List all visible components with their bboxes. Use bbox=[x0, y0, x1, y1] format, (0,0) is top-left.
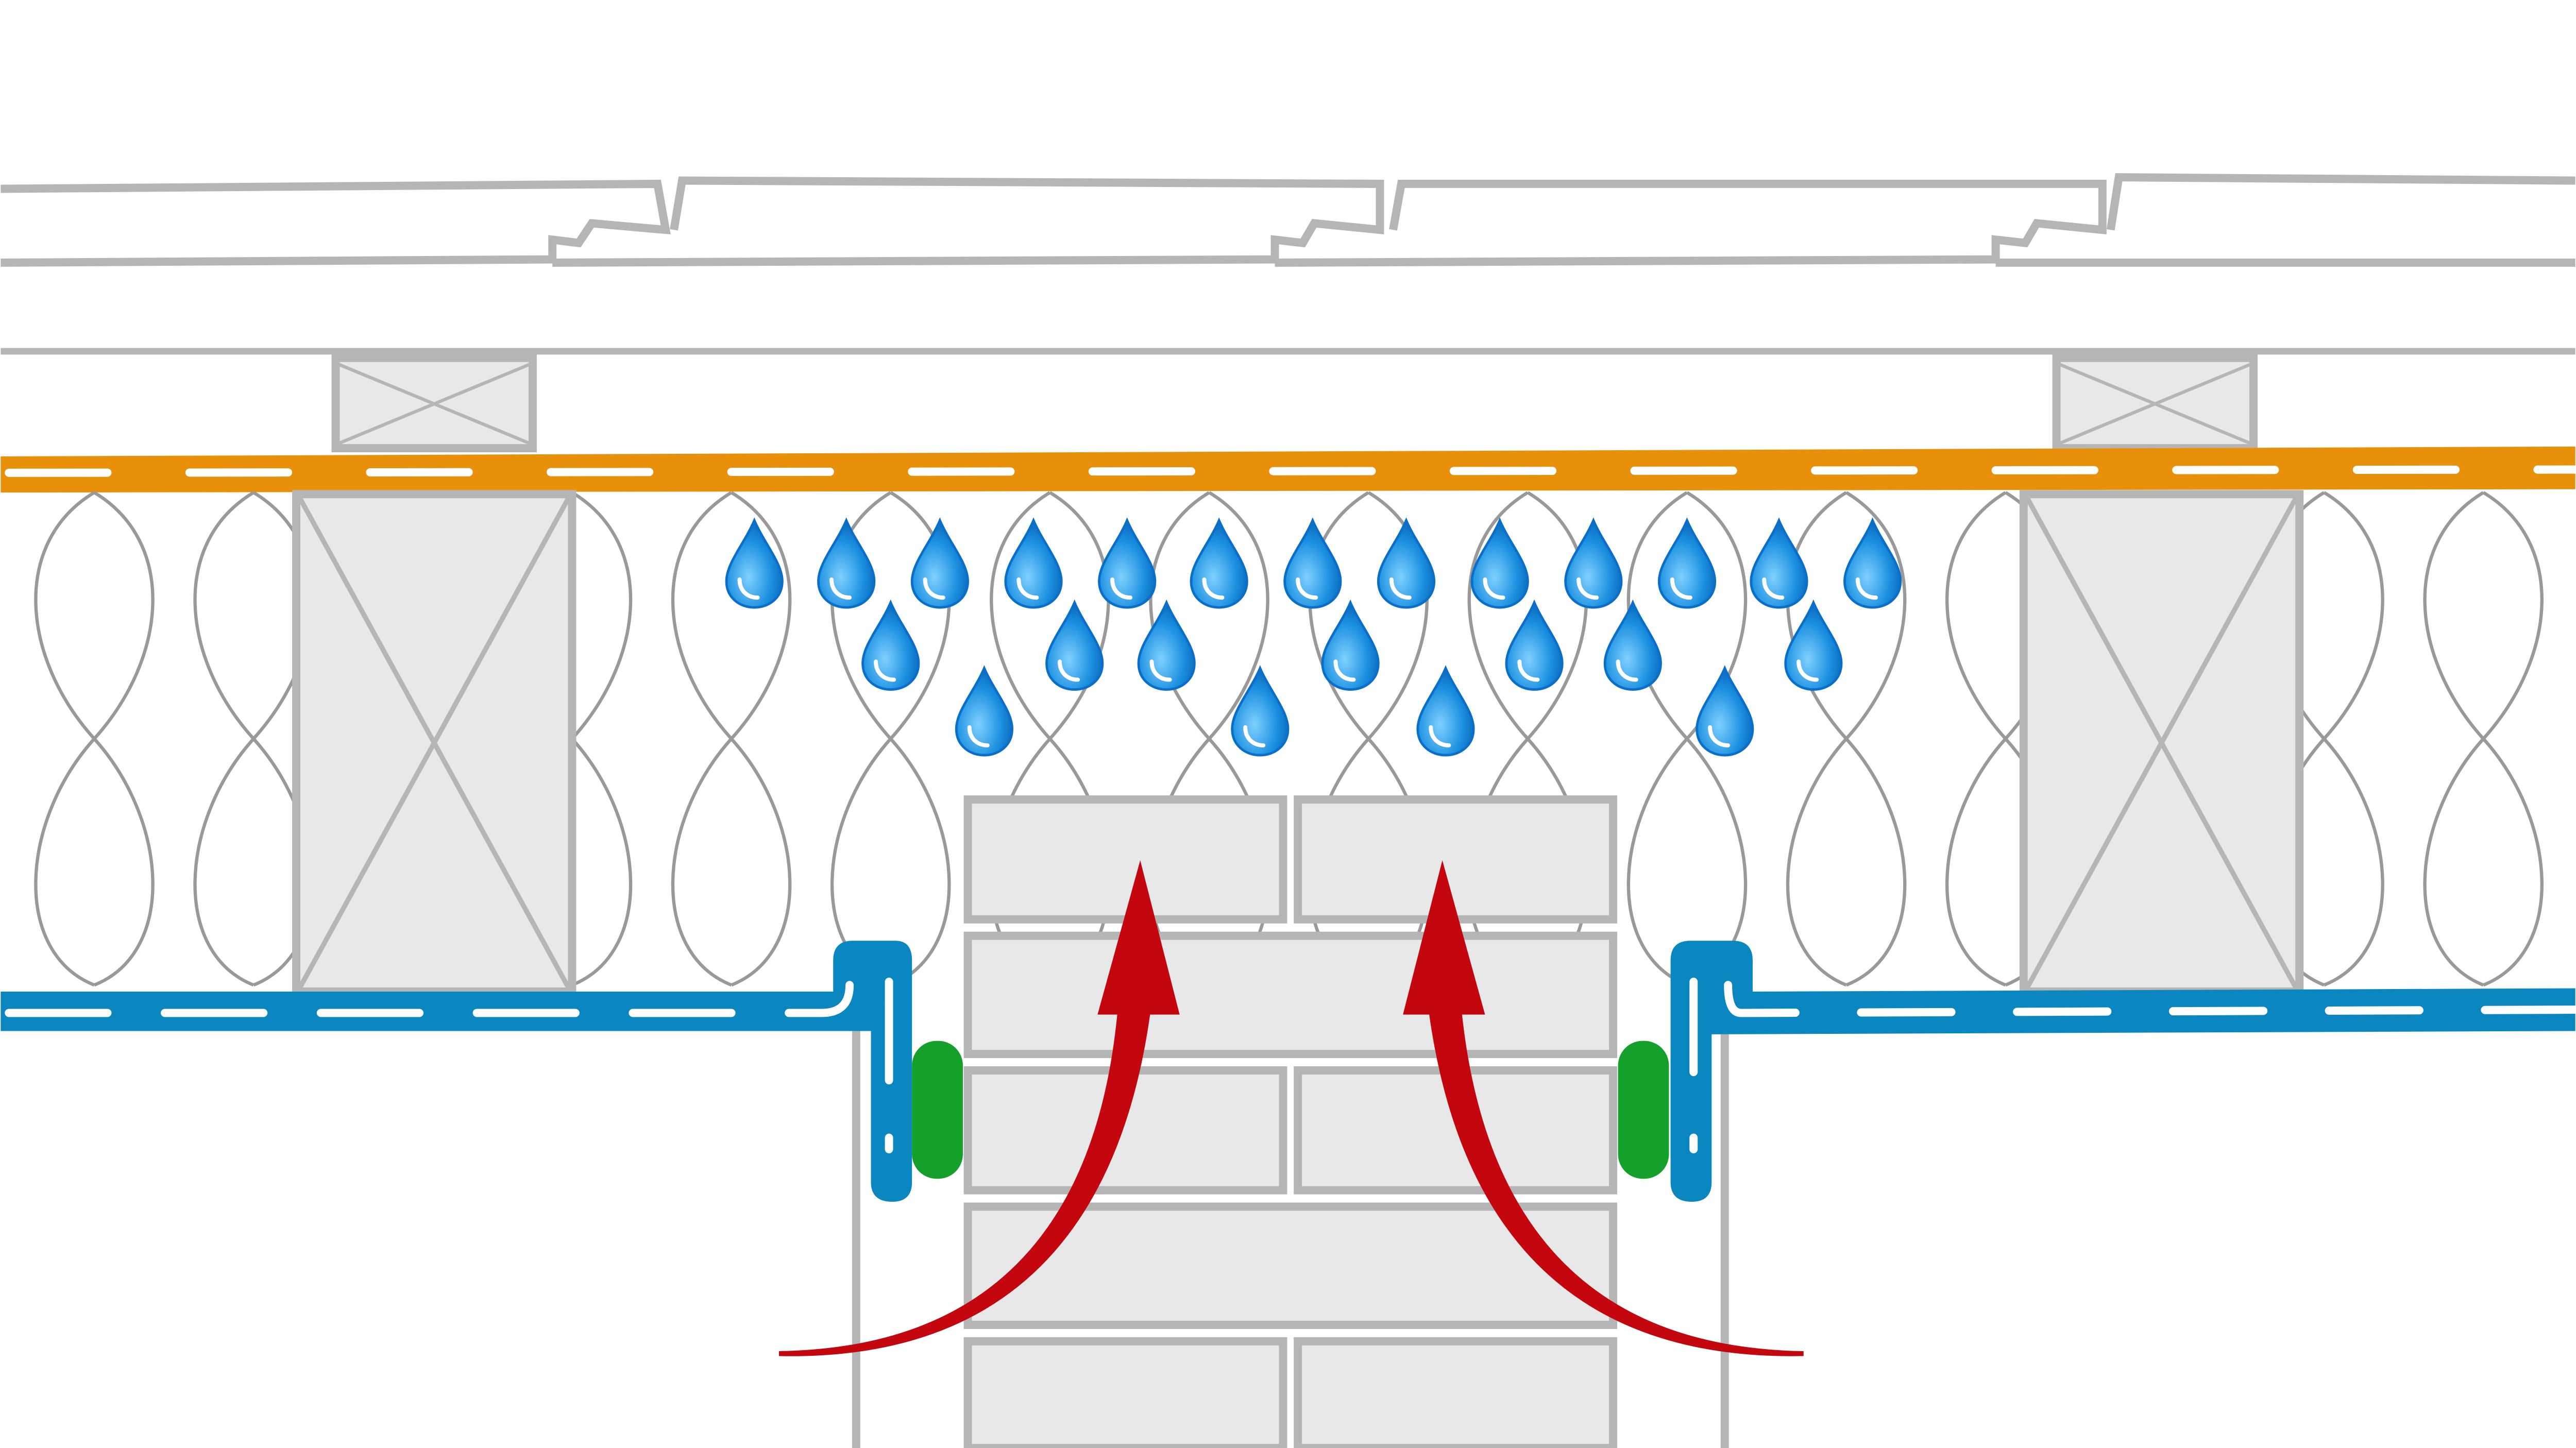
water-drop-icon bbox=[1750, 517, 1808, 609]
seal-left bbox=[912, 1041, 963, 1179]
brick bbox=[963, 1337, 1287, 1448]
rafter-right bbox=[2019, 490, 2304, 996]
batten-right bbox=[2052, 353, 2258, 453]
batten-left bbox=[331, 353, 537, 453]
water-drop-icon bbox=[1603, 599, 1662, 691]
water-drop-icon bbox=[1045, 599, 1104, 691]
vapour-barrier-left bbox=[1, 941, 912, 1202]
water-drop-icon bbox=[1470, 517, 1529, 609]
water-drop-icon bbox=[1231, 665, 1290, 757]
water-drop-icon bbox=[1564, 517, 1623, 609]
insulation-fibre bbox=[1626, 491, 1748, 987]
brick bbox=[963, 795, 1287, 924]
water-drop-icon bbox=[1098, 517, 1157, 609]
water-drop-icon bbox=[1784, 599, 1843, 691]
brick bbox=[1294, 1337, 1618, 1448]
insulation-fibre bbox=[34, 491, 155, 987]
water-drop-icon bbox=[861, 599, 920, 691]
water-drop-icon bbox=[1321, 599, 1380, 691]
rafter-left bbox=[292, 490, 577, 996]
shaft-walls bbox=[852, 1026, 1729, 1448]
water-drop-icon bbox=[910, 517, 969, 609]
airflow-arrow-left bbox=[779, 860, 1180, 1356]
water-drop-icon bbox=[1283, 517, 1342, 609]
water-drop-icon bbox=[817, 517, 876, 609]
insulation-fibre bbox=[990, 491, 1110, 987]
water-drop-icon bbox=[1190, 517, 1248, 609]
insulation-fibre bbox=[1786, 491, 1907, 987]
water-drop-icon bbox=[1843, 517, 1902, 609]
water-drop-icon bbox=[1377, 517, 1436, 609]
water-drop-icon bbox=[1416, 665, 1475, 757]
roof-tiles bbox=[1, 173, 2575, 267]
water-drop-icon bbox=[1505, 599, 1564, 691]
vapour-permeable-membrane bbox=[1, 446, 2576, 493]
brick bbox=[1294, 795, 1618, 924]
water-drop-icon bbox=[1657, 517, 1717, 609]
water-drop-icon bbox=[955, 665, 1013, 757]
water-drop-icon bbox=[725, 517, 784, 609]
water-drop-icon bbox=[1137, 599, 1196, 691]
chimney bbox=[963, 795, 1618, 1448]
vapour-barrier-right bbox=[1670, 941, 2576, 1202]
brick bbox=[963, 931, 1618, 1059]
water-drop-icon bbox=[1004, 517, 1063, 609]
airflow-arrow-right bbox=[1403, 860, 1804, 1356]
water-drop-icon bbox=[1696, 665, 1754, 757]
seal-right bbox=[1618, 1041, 1669, 1179]
insulation-fibre bbox=[2423, 491, 2544, 987]
water-drops bbox=[725, 517, 1902, 757]
insulation-fibre bbox=[671, 491, 792, 987]
